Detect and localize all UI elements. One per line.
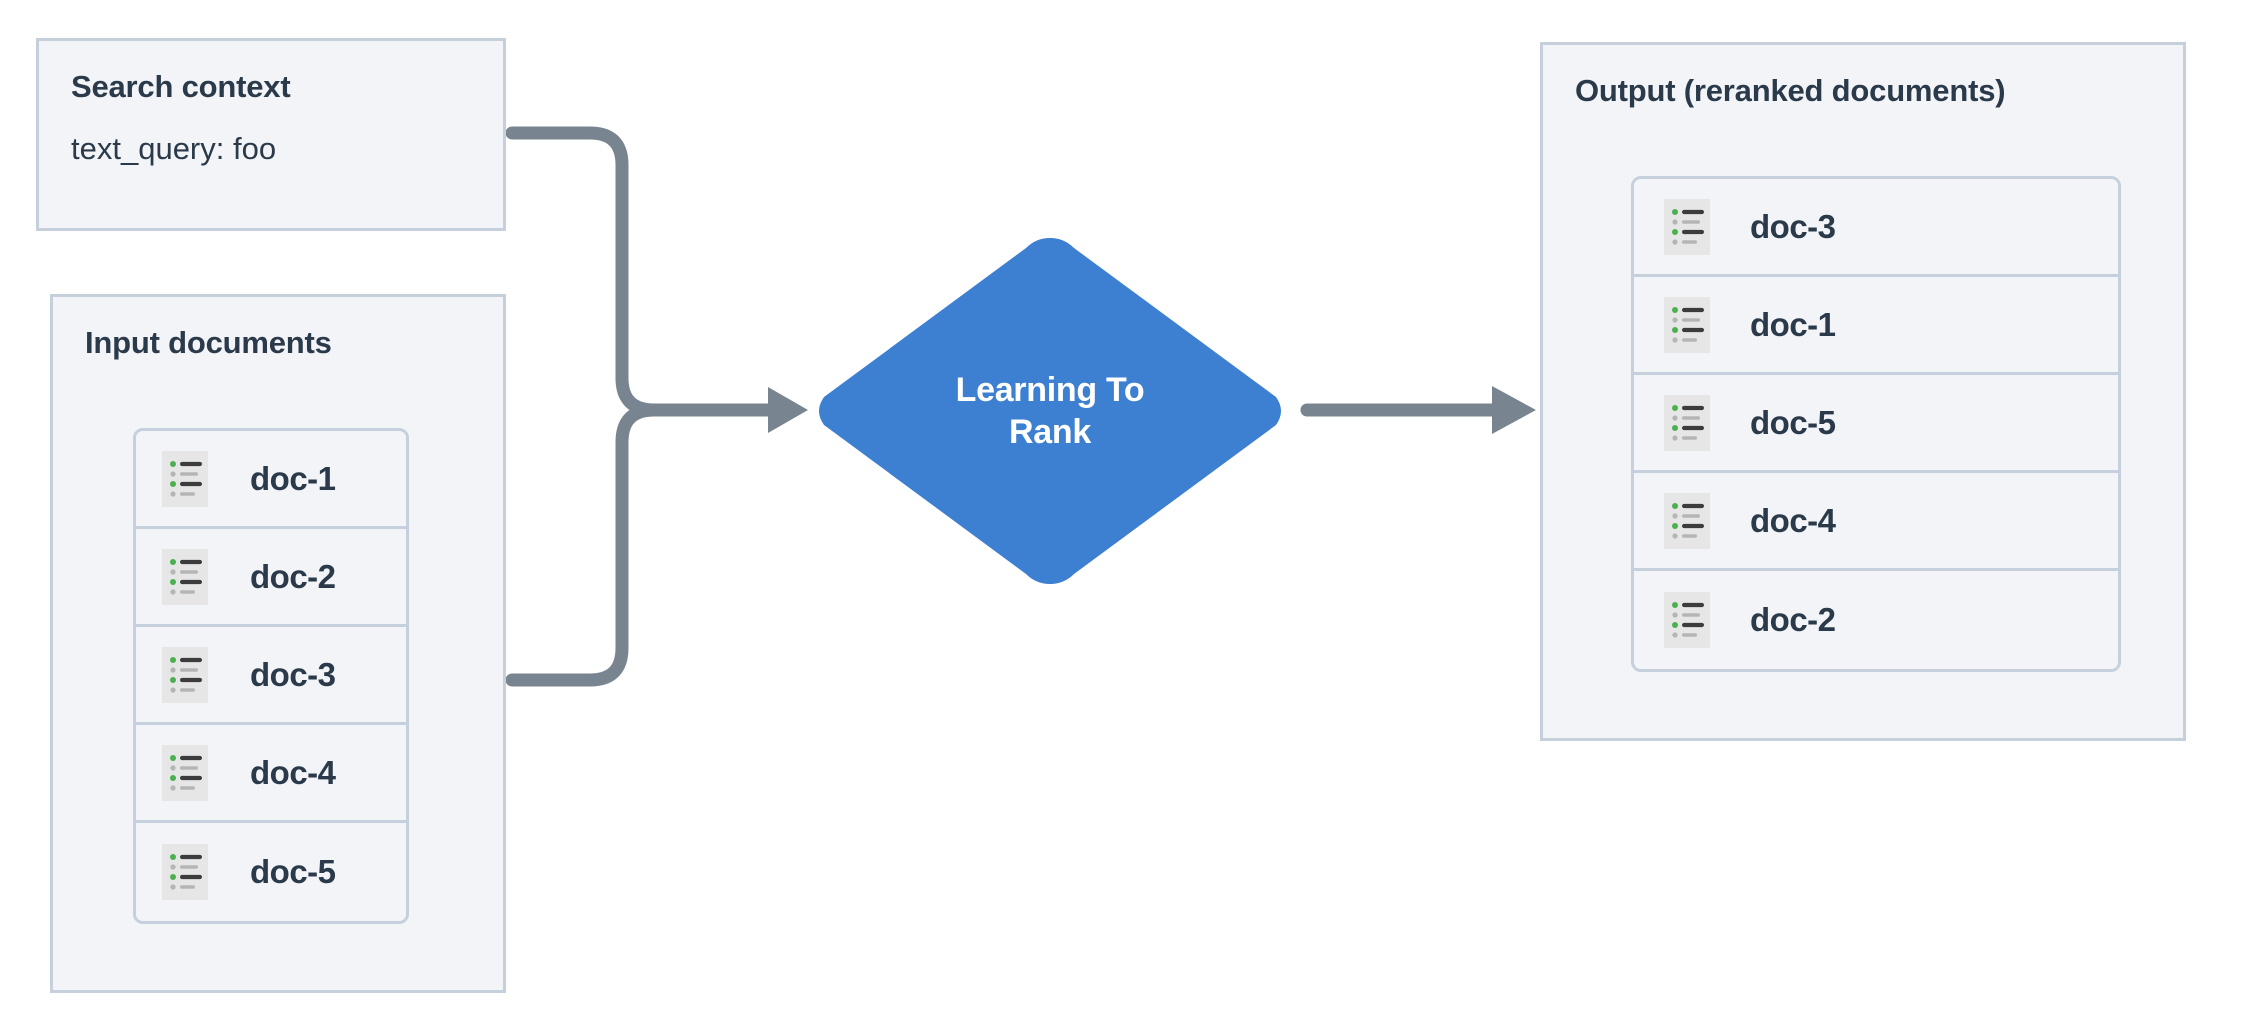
output-panel-title: Output (reranked documents) xyxy=(1575,73,2006,108)
diamond-shape-icon xyxy=(819,238,1281,584)
document-list-icon xyxy=(1664,198,1710,255)
document-row[interactable]: doc-3 xyxy=(136,627,406,725)
connector-search-context-to-node xyxy=(505,126,661,417)
document-label: doc-2 xyxy=(1750,601,1836,638)
document-list-icon xyxy=(162,844,208,900)
learning-to-rank-node[interactable]: Learning To Rank xyxy=(808,232,1292,590)
document-label: doc-1 xyxy=(250,459,336,497)
document-label: doc-2 xyxy=(250,557,336,595)
document-row[interactable]: doc-1 xyxy=(1634,277,2118,375)
arrowhead-into-output xyxy=(1492,386,1536,434)
document-list-icon xyxy=(162,744,208,801)
arrowhead-into-node xyxy=(768,387,808,433)
document-row[interactable]: doc-4 xyxy=(136,725,406,823)
document-label: doc-5 xyxy=(250,853,336,890)
document-row[interactable]: doc-5 xyxy=(136,823,406,921)
connector-input-documents-to-node xyxy=(505,403,661,687)
document-row[interactable]: doc-3 xyxy=(1634,179,2118,277)
search-context-query-text: text_query: foo xyxy=(71,131,277,166)
input-documents-list: doc-1 doc-2 doc-3 doc-4 doc-5 xyxy=(133,428,409,924)
document-list-icon xyxy=(162,450,208,507)
document-list-icon xyxy=(1664,592,1710,648)
search-context-panel: Search context text_query: foo xyxy=(36,38,506,231)
document-list-icon xyxy=(1664,492,1710,549)
document-list-icon xyxy=(162,548,208,605)
document-list-icon xyxy=(1664,296,1710,353)
document-label: doc-3 xyxy=(250,655,336,693)
document-label: doc-4 xyxy=(1750,501,1836,539)
document-list-icon xyxy=(1664,394,1710,451)
document-list-icon xyxy=(162,646,208,703)
document-label: doc-4 xyxy=(250,753,336,791)
document-label: doc-1 xyxy=(1750,305,1836,343)
document-label: doc-3 xyxy=(1750,207,1836,245)
document-row[interactable]: doc-2 xyxy=(1634,571,2118,669)
document-row[interactable]: doc-1 xyxy=(136,431,406,529)
document-row[interactable]: doc-5 xyxy=(1634,375,2118,473)
search-context-title: Search context xyxy=(71,69,291,104)
input-documents-title: Input documents xyxy=(85,325,332,360)
document-row[interactable]: doc-4 xyxy=(1634,473,2118,571)
document-label: doc-5 xyxy=(1750,403,1836,441)
document-row[interactable]: doc-2 xyxy=(136,529,406,627)
output-documents-list: doc-3 doc-1 doc-5 doc-4 doc-2 xyxy=(1631,176,2121,672)
